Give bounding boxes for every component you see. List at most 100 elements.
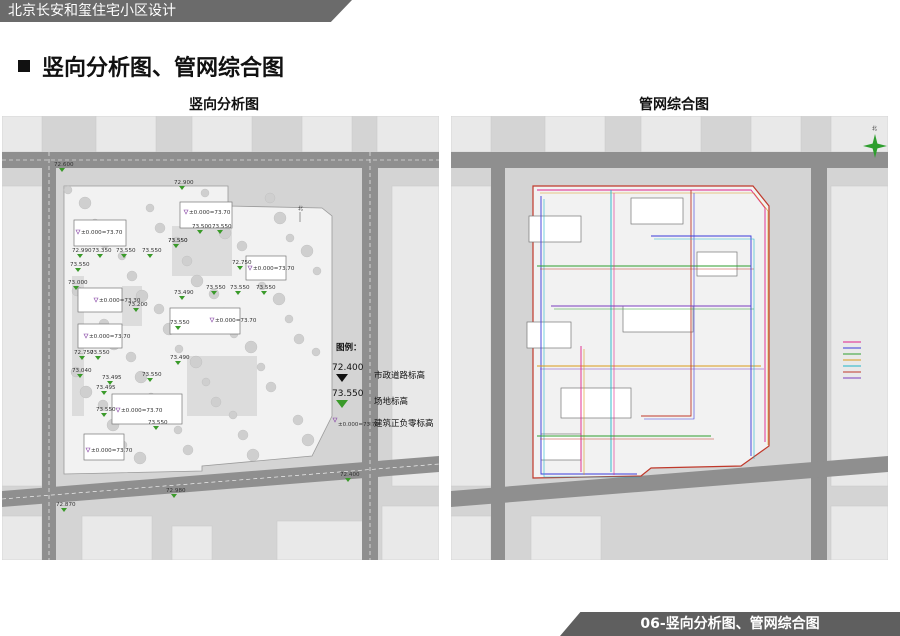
- pipe-network-map: 北: [451, 116, 888, 560]
- building-elevation-label: ±0.000=73.70: [189, 210, 231, 216]
- pipe-legend: [843, 341, 861, 379]
- site-elevation-marker: 73.495: [102, 375, 122, 385]
- elevation-triangle-icon: [175, 326, 181, 330]
- elevation-triangle-icon: [107, 381, 113, 385]
- legend-road-value: 72.400: [332, 363, 364, 373]
- site-elevation-label: 73.490: [170, 355, 190, 361]
- site-elevation-label: 73.550: [256, 285, 276, 291]
- site-elevation-marker: 72.990: [72, 248, 92, 258]
- legend-site-label: 场地标高: [374, 396, 408, 407]
- site-elevation-label: 73.550: [206, 285, 226, 291]
- vertical-panel-title: 竖向分析图: [189, 97, 259, 113]
- pipe-line: [540, 196, 637, 475]
- page-title-banner: 06-竖向分析图、管网综合图: [560, 612, 900, 636]
- building-elevation-label: ±0.000=73.70: [89, 334, 131, 340]
- building-level-icon: [85, 447, 91, 453]
- site-elevation-marker: 73.350: [92, 248, 112, 258]
- bullet-square-icon: [18, 60, 30, 72]
- road-elevation-label: 72.400: [340, 472, 360, 478]
- building-level-icon: [115, 407, 121, 413]
- site-elevation-label: 73.550: [116, 248, 136, 254]
- site-elevation-label: 73.550: [168, 238, 188, 244]
- road-elevation-label: 72.870: [56, 502, 76, 508]
- elevation-triangle-icon: [235, 291, 241, 295]
- project-title-banner: 北京长安和玺住宅小区设计: [0, 0, 352, 22]
- site-elevation-label: 73.000: [68, 280, 88, 286]
- site-elevation-marker: 73.550: [148, 420, 168, 430]
- site-elevation-label: 73.550: [90, 350, 110, 356]
- site-elevation-marker: 73.490: [174, 290, 194, 300]
- elevation-triangle-icon: [61, 508, 67, 512]
- building-elevation-marker: ±0.000=73.70: [183, 209, 231, 216]
- site-elevation-marker: 73.040: [72, 368, 92, 378]
- north-arrow-icon: 北: [298, 205, 303, 222]
- building-elevation-marker: ±0.000=73.70: [115, 407, 163, 414]
- building-elevation-marker: ±0.000=73.30: [93, 297, 141, 304]
- site-elevation-marker: 73.550: [90, 350, 110, 360]
- building-level-icon: [75, 229, 81, 235]
- site-elevation-label: 73.495: [102, 375, 122, 381]
- site-elevation-label: 73.200: [128, 302, 148, 308]
- elevation-triangle-icon: [121, 254, 127, 258]
- elevation-triangle-icon: [59, 168, 65, 172]
- site-elevation-label: 73.550: [96, 407, 116, 413]
- elevation-triangle-icon: [147, 378, 153, 382]
- site-elevation-marker: 73.550: [142, 372, 162, 382]
- project-title: 北京长安和玺住宅小区设计: [8, 3, 176, 19]
- elevation-triangle-icon: [147, 254, 153, 258]
- elevation-triangle-icon: [345, 478, 351, 482]
- pipe-line: [644, 193, 695, 420]
- pipe-line: [537, 189, 766, 442]
- building-elevation-label: ±0.000=73.70: [253, 266, 295, 272]
- pipe-line: [540, 192, 769, 445]
- building-elevation-label: ±0.000=73.70: [215, 318, 257, 324]
- site-elevation-label: 72.990: [72, 248, 92, 254]
- site-elevation-label: 73.550: [70, 262, 90, 268]
- pipe-line: [651, 235, 752, 456]
- building-elevation-marker: ±0.000=73.70: [75, 229, 123, 236]
- site-elevation-marker: 73.550: [142, 248, 162, 258]
- site-elevation-label: 73.550: [212, 224, 232, 230]
- elevation-triangle-icon: [179, 186, 185, 190]
- north-label: 北: [298, 205, 303, 212]
- elevation-triangle-icon: [101, 413, 107, 417]
- building-level-icon: [83, 333, 89, 339]
- building-level-icon: [247, 265, 253, 271]
- site-elevation-label: 73.550: [230, 285, 250, 291]
- legend-site-value: 73.550: [332, 389, 364, 399]
- site-elevation-triangle-icon: [336, 400, 348, 408]
- site-elevation-marker: 73.200: [128, 302, 148, 312]
- site-elevation-marker: 72.750: [74, 350, 94, 360]
- elevation-triangle-icon: [179, 296, 185, 300]
- site-elevation-marker: 73.500: [192, 224, 212, 234]
- elevation-triangle-icon: [153, 426, 159, 430]
- compass-north-label: 北: [872, 125, 877, 132]
- section-heading: 竖向分析图、管网综合图: [18, 50, 284, 82]
- building-elevation-label: ±0.000=73.70: [91, 448, 133, 454]
- elevation-triangle-icon: [73, 286, 79, 290]
- site-elevation-label: 72.750: [232, 260, 252, 266]
- elevation-triangle-icon: [175, 361, 181, 365]
- site-elevation-marker: 73.490: [170, 355, 190, 365]
- site-elevation-label: 73.550: [142, 248, 162, 254]
- site-elevation-marker: 73.550: [96, 407, 116, 417]
- elevation-triangle-icon: [77, 374, 83, 378]
- building-elevation-label: ±0.000=73.30: [99, 298, 141, 304]
- elevation-triangle-icon: [197, 230, 203, 234]
- site-elevation-marker: 73.550: [206, 285, 226, 295]
- pipe-line: [654, 238, 755, 459]
- elevation-triangle-icon: [261, 291, 267, 295]
- site-elevation-marker: 73.550: [170, 320, 190, 330]
- elevation-triangle-icon: [173, 244, 179, 248]
- road-elevation-marker: 72.400: [340, 472, 360, 482]
- road-elevation-marker: 72.870: [56, 502, 76, 512]
- site-elevation-label: 73.550: [142, 372, 162, 378]
- site-elevation-label: 72.750: [74, 350, 94, 356]
- elevation-triangle-icon: [133, 308, 139, 312]
- elevation-triangle-icon: [217, 230, 223, 234]
- site-elevation-label: 73.350: [92, 248, 112, 254]
- elevation-triangle-icon: [97, 254, 103, 258]
- legend-road-label: 市政道路标高: [374, 370, 425, 381]
- elevation-triangle-icon: [101, 391, 107, 395]
